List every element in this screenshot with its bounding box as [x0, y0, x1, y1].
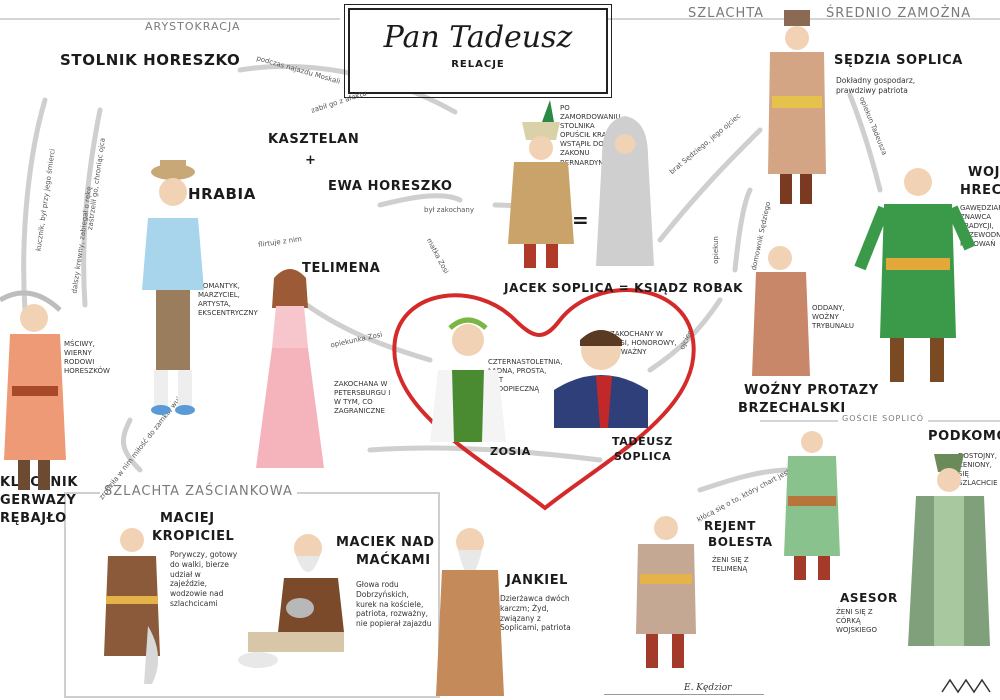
figure-gerwazy [0, 290, 66, 490]
name-tadeusz-2: Soplica [614, 450, 672, 463]
kasztelan-plus: + [305, 153, 317, 168]
note-tadeusz: Zakochany w Zosi, honorowy, odważny [610, 330, 677, 357]
section-arystokracja: Arystokracja [145, 20, 241, 33]
figure-zosia [430, 317, 506, 442]
name-maciek-1: Maciek nad [336, 535, 435, 550]
arystokracja-border [0, 18, 340, 20]
name-gerwazy-3: Rębajło [0, 511, 67, 526]
note-maciej: Porywczy, gotowy do walki, bierze udział… [170, 550, 238, 608]
figure-wojski [854, 168, 976, 382]
figure-robak [596, 116, 654, 266]
figure-maciek [238, 534, 344, 668]
figure-hrabia [142, 160, 204, 415]
name-maciek-2: Maćkami [356, 553, 431, 568]
note-jacek: Po zamordowaniu Stolnika opuścił kraj i … [560, 104, 621, 167]
name-wozny-2: Brzechalski [738, 401, 846, 416]
section-goscie: Goście Soplicó [838, 414, 929, 423]
title-main: Pan Tadeusz [383, 20, 573, 55]
note-wozny: Oddany, woźny trybunału [812, 304, 854, 331]
figure-jacek [508, 100, 574, 268]
name-gerwazy-2: Gerwazy [0, 493, 77, 508]
rel-opiekun: opiekun [711, 236, 720, 264]
note-asesor: Żeni się z córką Wojskiego [836, 608, 877, 635]
note-maciek: Głowa rodu Dobrzyńskich, kurek na koście… [356, 580, 432, 628]
note-rejent: Żeni się z Telimeną [712, 556, 749, 574]
note-wojski: Gawędziarz, znawca tradycji, przewodnik … [960, 204, 1000, 249]
name-wojski-1: Wojs [968, 165, 1000, 180]
section-srednio-zamozna: Średnio zamożna [826, 6, 972, 21]
name-wojski-2: Hrecz [960, 183, 1000, 198]
figure-rejent [636, 516, 696, 668]
name-jankiel: Jankiel [506, 573, 569, 588]
name-zosia: Zosia [490, 445, 531, 458]
figure-podkomorzy [908, 454, 990, 646]
figure-sedzia [768, 10, 826, 204]
note-sedzia: Dokładny gospodarz, prawdziwy patriota [836, 76, 916, 95]
name-jacek: Jacek Soplica = Ksiądz Robak [504, 281, 743, 295]
name-hrabia: Hrabia [188, 185, 256, 203]
name-stolnik: Stolnik Horeszko [60, 51, 241, 69]
rel-zakochany: był zakochany [424, 206, 475, 214]
note-gerwazy: Mściwy, wierny rodowi Horeszków [64, 340, 110, 376]
note-hrabia: Romantyk, marzyciel, artysta, ekscentryc… [198, 282, 258, 318]
name-kasztelan: Kasztelan [268, 132, 360, 147]
name-rejent-2: Bolesta [708, 535, 773, 549]
name-sedzia: Sędzia Soplica [834, 53, 963, 68]
eq-sign: = [572, 208, 589, 232]
corner-scribble [941, 678, 991, 694]
figure-wozny [752, 246, 810, 376]
figure-tadeusz [554, 330, 648, 428]
name-tadeusz-1: Tadeusz [612, 435, 673, 448]
name-wozny-1: Woźny Protazy [744, 383, 879, 398]
section-szlachta: Szlachta [688, 6, 765, 21]
name-telimena: Telimena [302, 261, 381, 276]
name-maciej-2: Kropiciel [152, 529, 235, 544]
title-sub: RELACJE [451, 59, 505, 70]
name-ewa: Ewa Horeszko [328, 179, 453, 194]
figure-asesor [784, 431, 840, 580]
figure-maciej [104, 528, 160, 684]
section-szlachta-zasciankowa: Szlachta zaściankowa [100, 484, 297, 499]
name-podkomorzy: Podkomorz [928, 429, 1000, 444]
title-box: Pan Tadeusz RELACJE [344, 4, 612, 98]
name-maciej-1: Maciej [160, 511, 215, 526]
figure-telimena [256, 269, 324, 468]
note-jankiel: Dzierżawca dwóch karczm; Żyd, związany z… [500, 594, 571, 633]
note-podkomorzy: Dostojny, ceniony, się szlachcie [958, 452, 998, 488]
signature: E. Kędzior [684, 683, 732, 693]
note-telimena: Zakochana w Petersburgu i w tym, co zagr… [334, 380, 391, 416]
heart-shape [392, 288, 696, 511]
figure-jankiel [436, 528, 504, 696]
signature-line [604, 694, 764, 695]
name-rejent-1: Rejent [704, 519, 756, 533]
name-asesor: Asesor [840, 591, 898, 605]
